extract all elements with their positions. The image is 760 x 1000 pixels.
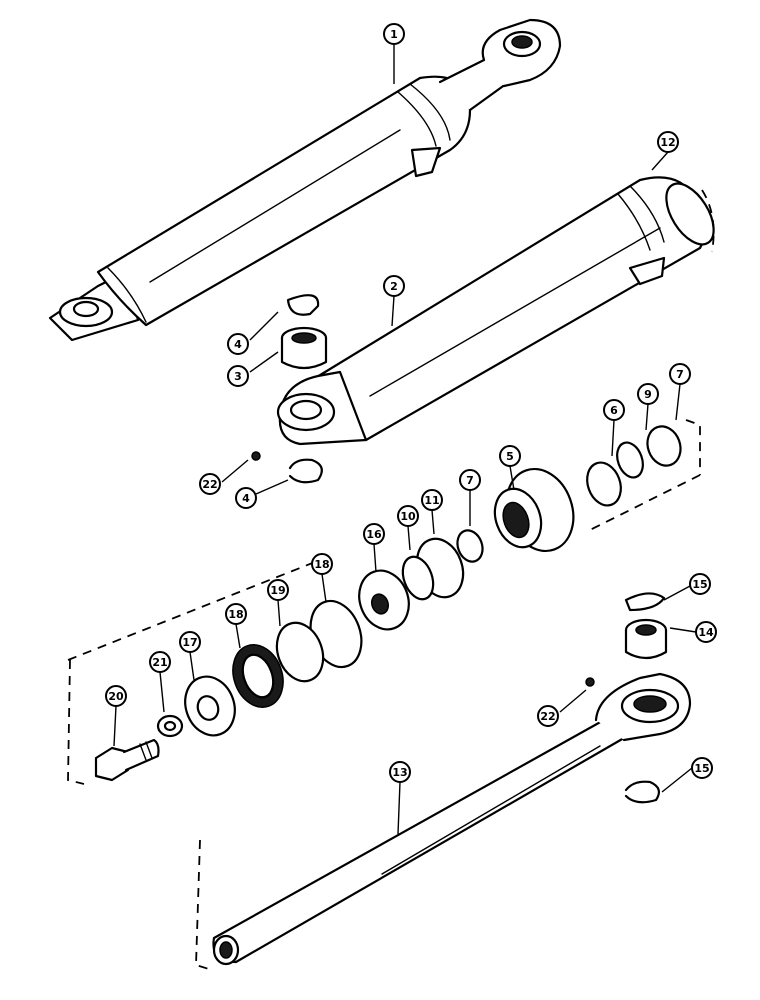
svg-text:4: 4: [234, 338, 242, 351]
callout-21: 21: [149, 651, 171, 673]
svg-text:20: 20: [108, 690, 124, 703]
svg-text:11: 11: [424, 494, 439, 507]
callout-4-upper: 4: [227, 333, 249, 355]
callout-18-left: 18: [225, 603, 247, 625]
callout-22-upper: 22: [199, 473, 221, 495]
callout-labels: 1 2 3 4 4 5 6 7 7 9 10 11 12 13 14 15 15…: [105, 23, 717, 783]
svg-text:22: 22: [202, 478, 217, 491]
callout-18-right: 18: [311, 553, 333, 575]
callout-6: 6: [603, 399, 625, 421]
callout-20: 20: [105, 685, 127, 707]
svg-text:13: 13: [392, 766, 407, 779]
svg-text:4: 4: [242, 492, 250, 505]
svg-text:22: 22: [540, 710, 555, 723]
callout-1: 1: [383, 23, 405, 45]
svg-text:10: 10: [400, 510, 416, 523]
svg-text:5: 5: [506, 450, 514, 463]
callout-4-lower: 4: [235, 487, 257, 509]
callout-16: 16: [363, 523, 385, 545]
svg-text:7: 7: [676, 368, 684, 381]
callout-19: 19: [267, 579, 289, 601]
callout-3: 3: [227, 365, 249, 387]
svg-text:21: 21: [152, 656, 167, 669]
svg-text:19: 19: [270, 584, 285, 597]
svg-text:7: 7: [466, 474, 474, 487]
callout-2: 2: [383, 275, 405, 297]
svg-text:17: 17: [182, 636, 197, 649]
svg-text:16: 16: [366, 528, 382, 541]
svg-text:15: 15: [692, 578, 707, 591]
piston-bolt: [94, 738, 160, 782]
callout-13: 13: [389, 761, 411, 783]
dashed-assembly-lines: [67, 189, 715, 971]
piston-rod: [212, 672, 692, 966]
callout-leaders: [113, 44, 697, 835]
callout-9: 9: [637, 383, 659, 405]
callout-5: 5: [499, 445, 521, 467]
callout-17: 17: [179, 631, 201, 653]
svg-text:6: 6: [610, 404, 618, 417]
svg-text:14: 14: [698, 626, 714, 639]
callout-22-lower: 22: [537, 705, 559, 727]
callout-14: 14: [695, 621, 717, 643]
svg-text:1: 1: [390, 28, 398, 41]
svg-text:12: 12: [660, 136, 675, 149]
svg-text:18: 18: [314, 558, 329, 571]
svg-text:9: 9: [644, 388, 652, 401]
assembled-cylinder: [48, 18, 562, 342]
svg-text:3: 3: [234, 370, 242, 383]
barrel-bushing-and-rings: [251, 294, 328, 484]
callout-7-right: 7: [669, 363, 691, 385]
callout-12: 12: [657, 131, 679, 153]
callout-11: 11: [421, 489, 443, 511]
rod-end-bushing-and-rings: [585, 592, 668, 804]
cylinder-barrel: [276, 176, 715, 446]
svg-text:15: 15: [694, 762, 709, 775]
callout-15-lower: 15: [691, 757, 713, 779]
svg-text:2: 2: [390, 280, 398, 293]
callout-10: 10: [397, 505, 419, 527]
piston-seal-stack: [156, 425, 682, 738]
svg-text:18: 18: [228, 608, 243, 621]
callout-7-center: 7: [459, 469, 481, 491]
callout-15-upper: 15: [689, 573, 711, 595]
